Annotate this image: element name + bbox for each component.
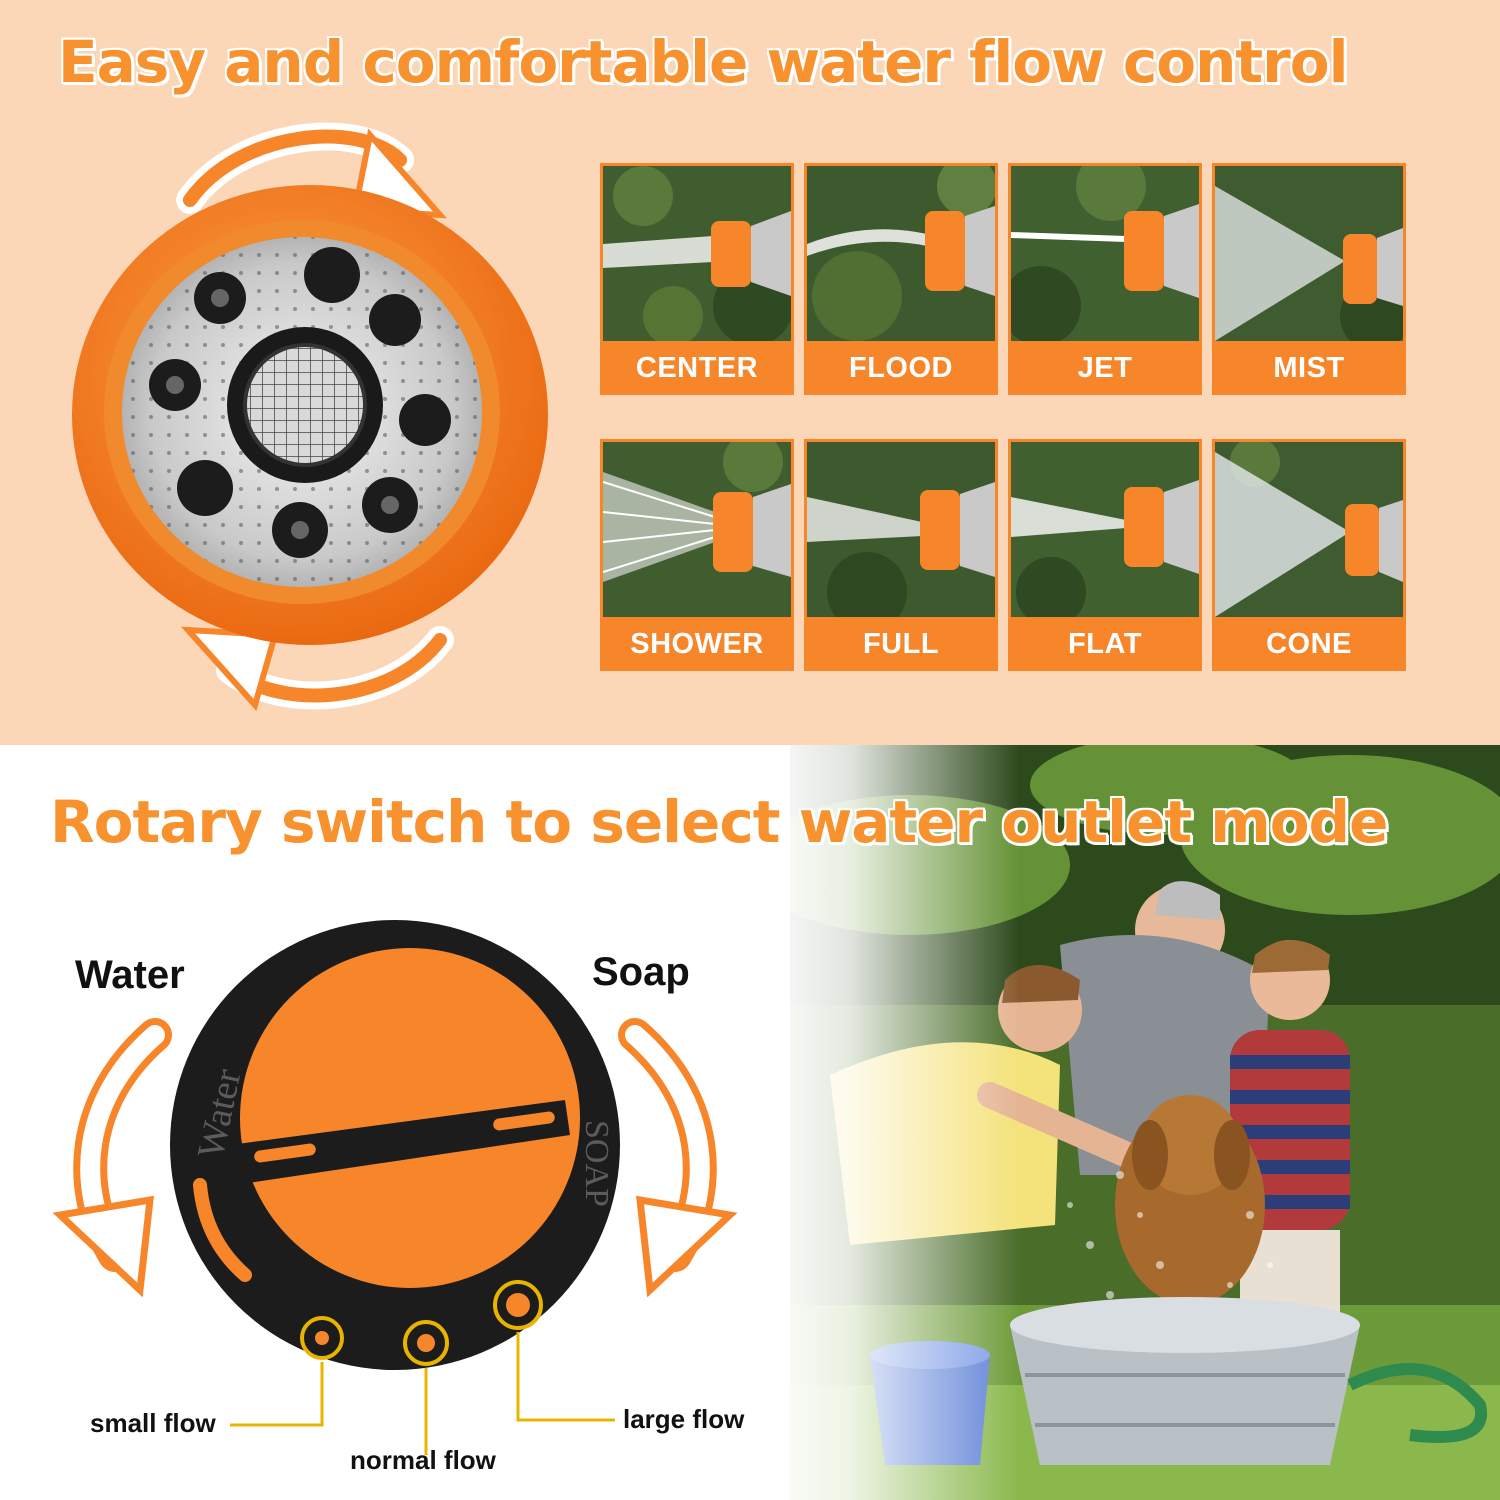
headline-water-flow-control: Easy and comfortable water flow control bbox=[58, 28, 1348, 96]
flow-indicator-large bbox=[493, 1280, 543, 1330]
spray-mode-tile-shower: SHOWER bbox=[600, 439, 794, 671]
flood-spray-icon bbox=[807, 166, 995, 341]
spray-mode-tile-flood: FLOOD bbox=[804, 163, 998, 395]
rotate-arrow-soap-icon bbox=[618, 1018, 738, 1298]
nozzle-head-image bbox=[72, 122, 548, 712]
spray-mode-label: FLOOD bbox=[849, 352, 953, 384]
spray-mode-tile-flat: FLAT bbox=[1008, 439, 1202, 671]
spray-mode-tile-mist: MIST bbox=[1212, 163, 1406, 395]
spray-mode-tile-full: FULL bbox=[804, 439, 998, 671]
small-flow-label: small flow bbox=[90, 1408, 216, 1438]
spray-mode-tile-jet: JET bbox=[1008, 163, 1202, 395]
flow-indicator-normal bbox=[403, 1320, 449, 1366]
spray-mode-label: MIST bbox=[1273, 352, 1345, 384]
spray-mode-label: CONE bbox=[1266, 628, 1352, 660]
spray-mode-label: CENTER bbox=[635, 352, 759, 384]
rotary-switch-diagram: Water SOAP bbox=[52, 920, 738, 1455]
rotate-arrow-bottom-icon bbox=[180, 626, 454, 712]
rotate-arrow-top-icon bbox=[176, 122, 447, 219]
soap-label: Soap bbox=[592, 950, 690, 994]
top-section: Easy and comfortable water flow control bbox=[0, 0, 1500, 745]
large-flow-label: large flow bbox=[623, 1404, 745, 1434]
shower-spray-icon bbox=[603, 442, 791, 617]
bottom-section bbox=[0, 745, 1500, 1500]
spray-mode-label: JET bbox=[1077, 352, 1133, 384]
headline-rotary-switch: Rotary switch to select water outlet mod… bbox=[50, 788, 1388, 856]
spray-mode-tile-center: CENTER bbox=[600, 163, 794, 395]
water-label: Water bbox=[75, 953, 185, 997]
photo-fade-overlay bbox=[760, 745, 1020, 1500]
normal-flow-label: normal flow bbox=[350, 1445, 496, 1475]
mist-spray-icon bbox=[1215, 166, 1403, 341]
spray-mode-label: FULL bbox=[862, 628, 940, 660]
dial-soap-text: SOAP bbox=[578, 1120, 615, 1207]
jet-spray-icon bbox=[1011, 166, 1199, 341]
spray-mode-tile-cone: CONE bbox=[1212, 439, 1406, 671]
flow-indicator-small bbox=[300, 1316, 344, 1360]
full-spray-icon bbox=[807, 442, 995, 617]
spray-mode-label: SHOWER bbox=[630, 628, 764, 660]
spray-mode-grid: CENTER FLOOD JET MIST SHOWER bbox=[600, 163, 1406, 675]
cone-spray-icon bbox=[1215, 442, 1403, 617]
spray-mode-label: FLAT bbox=[1068, 628, 1142, 660]
center-spray-icon bbox=[603, 166, 791, 341]
flat-spray-icon bbox=[1011, 442, 1199, 617]
rotate-arrow-water-icon bbox=[52, 1018, 172, 1298]
